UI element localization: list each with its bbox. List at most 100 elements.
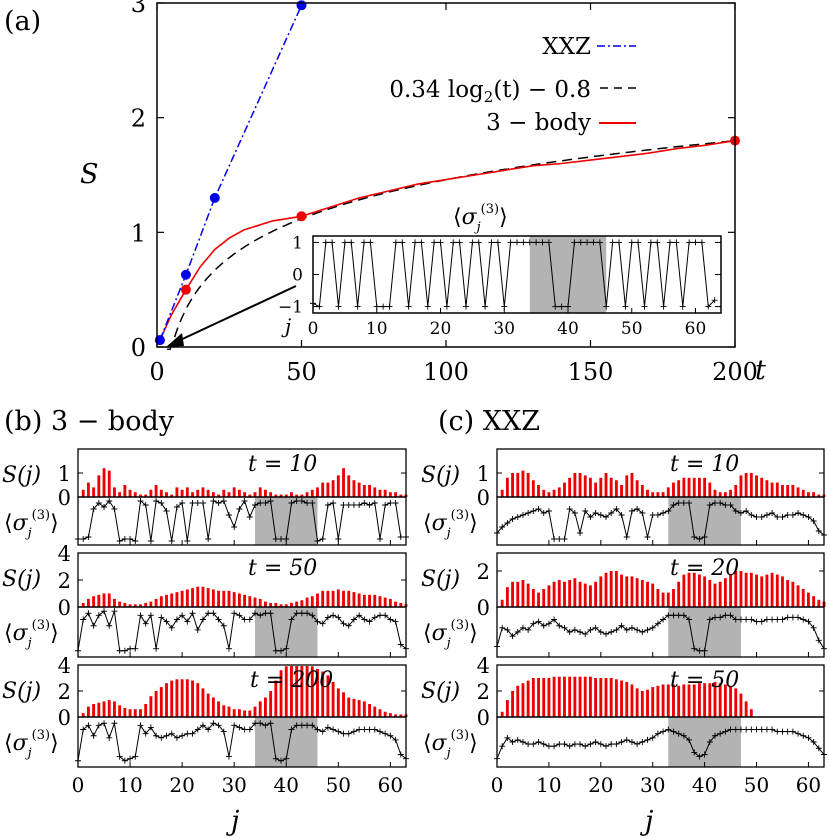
- sigma-point: [805, 514, 812, 520]
- sigma-point: [571, 239, 578, 246]
- bar: [568, 477, 572, 497]
- sigma-point: [592, 624, 599, 631]
- sigma-point: [706, 502, 713, 508]
- sigma-point: [309, 612, 316, 619]
- sigma-point: [717, 614, 724, 621]
- sigma-point: [95, 500, 102, 506]
- sigma-point: [634, 626, 641, 633]
- sigma-point: [210, 610, 217, 617]
- sigma-point: [304, 722, 311, 729]
- sigma-point: [509, 633, 516, 640]
- sigma-point: [616, 239, 622, 246]
- sigma-point: [540, 741, 547, 748]
- sigma-point: [366, 502, 373, 508]
- bar: [542, 678, 546, 717]
- sigma-point: [173, 734, 180, 741]
- sigma-point: [582, 743, 589, 750]
- sigma-point: [80, 616, 87, 623]
- bar: [159, 596, 163, 607]
- bar: [352, 592, 356, 607]
- bar: [284, 494, 288, 497]
- bar: [133, 604, 137, 607]
- sigma-point: [356, 726, 363, 733]
- bar: [211, 492, 215, 497]
- bar: [201, 487, 205, 497]
- sigma-point: [101, 504, 108, 510]
- bar: [269, 691, 273, 717]
- sigma-point: [623, 534, 630, 540]
- inset-xtick-label: 20: [430, 319, 452, 339]
- bar: [703, 683, 707, 717]
- bar: [578, 581, 582, 607]
- bar: [237, 709, 241, 717]
- bar: [321, 671, 325, 717]
- sigma-point: [623, 626, 630, 633]
- bar: [97, 702, 101, 717]
- bar: [614, 679, 618, 717]
- bar: [749, 572, 753, 607]
- sigma-point: [376, 612, 383, 619]
- bar: [687, 572, 691, 607]
- bar: [180, 489, 184, 497]
- bar: [274, 602, 278, 607]
- bottom-xtick-label: 30: [221, 773, 246, 797]
- sigma-point: [215, 616, 222, 623]
- bar: [573, 473, 577, 497]
- bar: [113, 701, 116, 717]
- sigma-point: [691, 534, 698, 540]
- bar: [107, 470, 111, 497]
- sigma-point: [660, 616, 667, 623]
- bar: [687, 477, 691, 497]
- sigma-point: [587, 741, 594, 748]
- bar: [227, 492, 231, 497]
- bar: [635, 688, 639, 717]
- bar: [102, 701, 106, 717]
- bar: [801, 589, 805, 607]
- sigma-point: [566, 506, 573, 512]
- sigma-point: [147, 724, 154, 731]
- sigma-point: [753, 726, 760, 733]
- bar: [526, 473, 530, 497]
- sigma-point: [571, 626, 578, 633]
- sigma-point: [341, 239, 348, 246]
- bar: [812, 596, 816, 607]
- sigma-point: [121, 757, 128, 764]
- bar: [755, 475, 758, 497]
- bar: [734, 485, 738, 497]
- bar: [342, 692, 345, 717]
- sigma-point: [577, 741, 584, 748]
- sigma-point: [220, 728, 227, 735]
- bar: [394, 601, 398, 607]
- sigma-point: [288, 616, 295, 623]
- bar: [614, 571, 618, 607]
- bar-ytick-label: 0: [58, 486, 71, 510]
- bar: [547, 492, 551, 497]
- bar: [336, 589, 340, 607]
- bar: [739, 475, 743, 497]
- sigma-point: [319, 728, 326, 735]
- bar: [154, 485, 158, 497]
- sigma-point: [314, 618, 321, 625]
- sigma-point: [194, 626, 201, 633]
- sigma-point: [722, 612, 729, 619]
- bar: [620, 574, 623, 607]
- sigma-point: [628, 739, 635, 745]
- time-annotation: t = 10: [670, 452, 739, 477]
- sigma-point: [810, 739, 817, 745]
- sigma-point: [350, 728, 357, 735]
- sigma-point: [147, 538, 154, 544]
- sigma-point: [795, 730, 802, 737]
- shaded-region: [668, 717, 741, 767]
- sigma-point: [577, 530, 584, 536]
- sigma-point: [639, 629, 646, 635]
- bar: [295, 601, 299, 607]
- bar: [373, 594, 377, 607]
- bar: [263, 697, 267, 717]
- bar: [128, 489, 132, 497]
- sigma-point: [304, 610, 311, 617]
- sigma-point: [257, 500, 264, 506]
- bar: [170, 593, 174, 607]
- bar: [531, 589, 535, 607]
- sigma-point: [692, 239, 699, 246]
